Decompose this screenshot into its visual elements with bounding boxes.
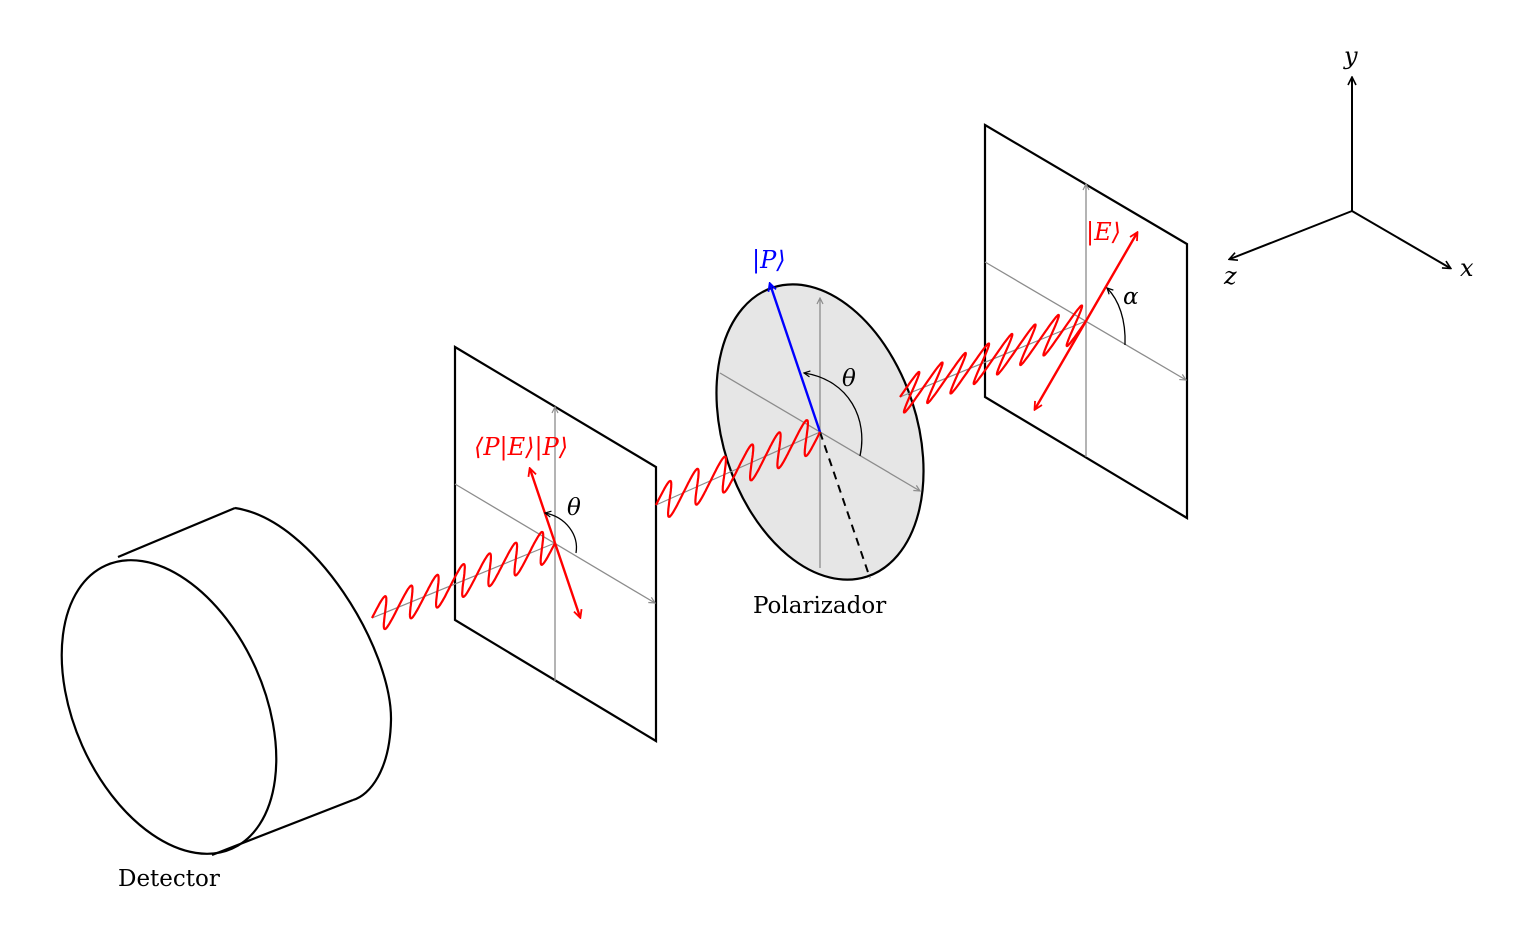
wave-incident-segment [899,304,1087,414]
detector-cylinder [60,506,393,857]
ket-p-label: |P⟩ [752,246,786,275]
ket-e-label: |E⟩ [1086,218,1121,247]
y-axis-label: y [1343,42,1358,70]
projected-field-vector [530,469,580,617]
theta-polarizer-label: θ [842,366,856,392]
alpha-label: α [1123,284,1139,310]
coordinate-axes [1230,78,1450,268]
detector-label: Detector [118,866,220,892]
z-axis-label: z [1223,262,1237,290]
polarizer-label: Polarizador [753,593,886,619]
x-axis-label: x [1460,254,1474,282]
wave-polarizer-segment [655,419,821,518]
theta-screen-label: θ [567,495,581,521]
projection-label: ⟨P|E⟩|P⟩ [474,433,568,462]
incident-field-vector [1035,233,1137,409]
wave-detector-segment [371,530,556,631]
